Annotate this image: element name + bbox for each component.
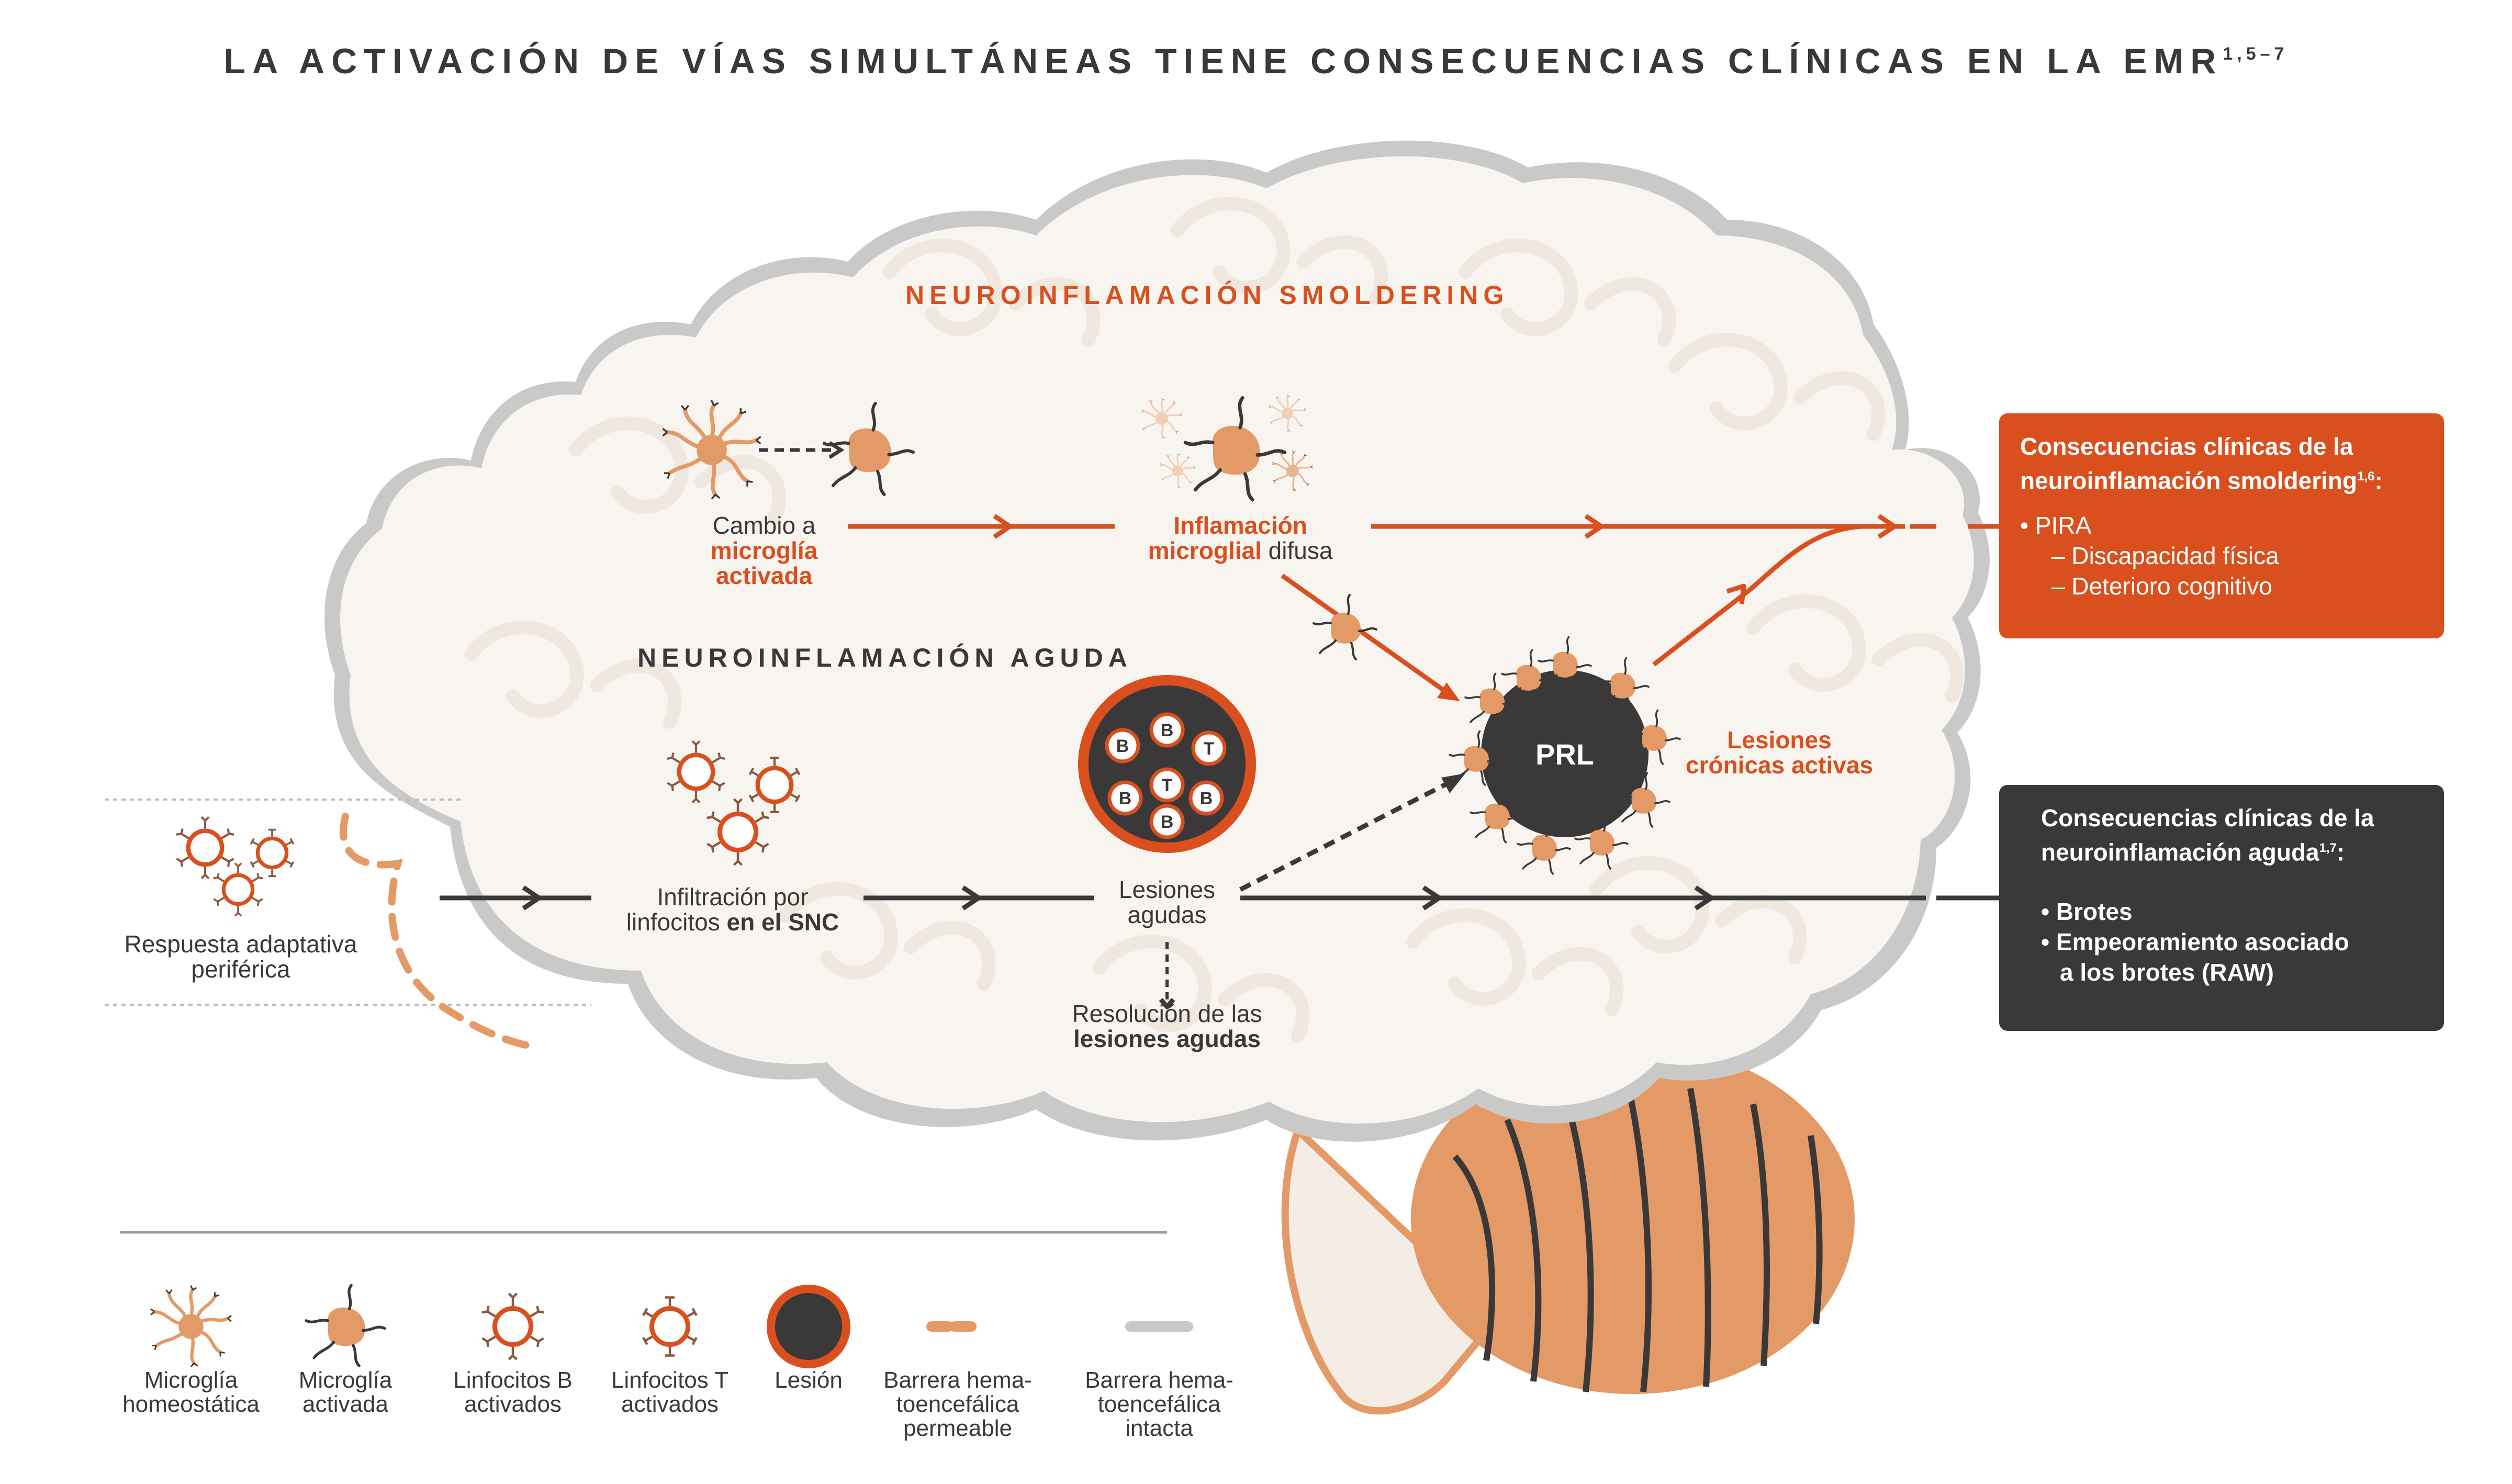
page-title: LA ACTIVACIÓN DE VÍAS SIMULTÁNEAS TIENE … [223, 41, 2289, 81]
label-lesiones-agudas: Lesiones agudas [1118, 876, 1216, 928]
label-infiltracion: Infiltración por linfocitos en el SNC [626, 883, 839, 936]
label-cambio: Cambio a microglía activada [710, 512, 818, 589]
smoldering-pathway [848, 524, 1983, 693]
box-aguda: Consecuencias clínicas de la neuroinflam… [1999, 785, 2444, 1031]
cerebellum [1281, 1044, 1855, 1415]
svg-text:B: B [1116, 736, 1129, 756]
peripheral-cells [176, 817, 294, 916]
section-smoldering-title: NEUROINFLAMACIÓN SMOLDERING [905, 280, 1509, 310]
label-inflamacion: Inflamación microglial difusa [1148, 512, 1333, 564]
svg-text:B: B [1119, 789, 1132, 808]
label-lesiones-cronicas: Lesiones crónicas activas [1685, 726, 1873, 779]
svg-text:B: B [1200, 789, 1213, 808]
prl-label: PRL [1535, 738, 1594, 771]
label-resolucion: Resolución de las lesiones agudas [1072, 1000, 1262, 1052]
section-aguda-title: NEUROINFLAMACIÓN AGUDA [637, 643, 1132, 672]
bbb-permeable [340, 813, 537, 1050]
label-respuesta: Respuesta adaptativa periférica [124, 930, 357, 983]
svg-text:T: T [1204, 739, 1215, 759]
prl-lesion [1449, 636, 1681, 875]
legend-lesion: Lesión [775, 1367, 843, 1393]
box-smoldering: Consecuencias clínicas de la neuroinflam… [1999, 413, 2444, 638]
svg-text:T: T [1162, 775, 1173, 795]
acute-lesion: B B T B T B B [1078, 675, 1256, 853]
legend-icons [151, 1285, 1193, 1367]
brain-body [340, 156, 1974, 1124]
svg-text:B: B [1161, 721, 1174, 740]
svg-text:B: B [1161, 812, 1174, 832]
